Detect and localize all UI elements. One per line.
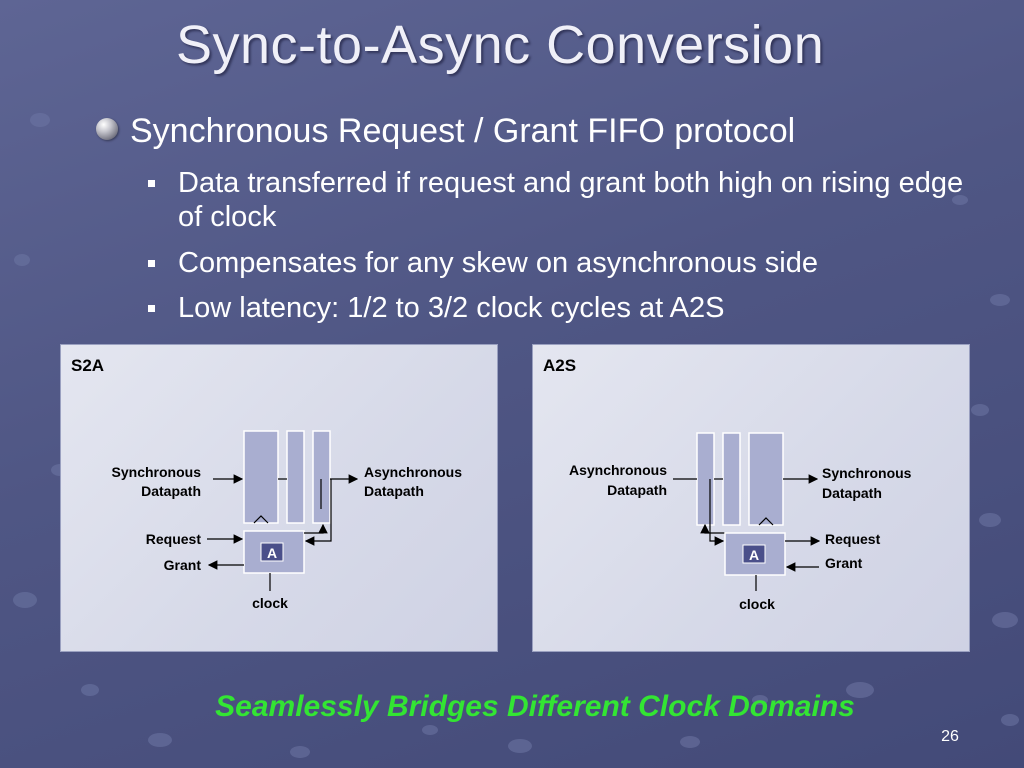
right-datapath-label: Synchronous [822, 465, 912, 481]
bullet-orb-icon [96, 118, 118, 140]
sub-bullet-text: Compensates for any skew on asynchronous… [178, 247, 818, 279]
request-label: Request [146, 531, 202, 547]
right-datapath-label: Asynchronous [364, 464, 462, 480]
register-narrow [286, 430, 305, 524]
sub-bullet-2: Compensates for any skew on asynchronous… [148, 246, 968, 280]
left-datapath-label: Datapath [607, 482, 667, 498]
page-number: 26 [941, 728, 959, 745]
clock-label: clock [252, 595, 288, 611]
grant-label: Grant [825, 555, 863, 571]
a2s-label: A2S [543, 356, 576, 375]
main-bullet: Synchronous Request / Grant FIFO protoco… [96, 112, 996, 151]
s2a-diagram: S2A A Synchronous Datapath Asynchronous … [71, 356, 462, 611]
register-narrow [312, 430, 331, 524]
a-block-label: A [267, 545, 277, 561]
a2s-diagram-panel: A2S A Asynchronous Datapath Synchronous … [532, 344, 970, 652]
register-wide [243, 430, 279, 524]
left-datapath-label: Asynchronous [569, 462, 667, 478]
sub-bullet-text: Low latency: 1/2 to 3/2 clock cycles at … [178, 292, 725, 324]
register-narrow [722, 432, 741, 526]
main-bullet-text: Synchronous Request / Grant FIFO protoco… [130, 112, 796, 150]
sub-bullet-text: Data transferred if request and grant bo… [178, 167, 964, 233]
grant-label: Grant [164, 557, 202, 573]
clock-label: clock [739, 596, 775, 612]
left-datapath-label: Datapath [141, 483, 201, 499]
square-bullet-icon [148, 180, 155, 187]
a-block-label: A [749, 547, 759, 563]
right-datapath-label: Datapath [822, 485, 882, 501]
request-label: Request [825, 531, 881, 547]
a2s-diagram: A2S A Asynchronous Datapath Synchronous … [543, 356, 912, 612]
slide-title: Sync-to-Async Conversion [176, 15, 825, 75]
sub-bullet-1: Data transferred if request and grant bo… [148, 166, 968, 234]
right-datapath-label: Datapath [364, 483, 424, 499]
register-wide [748, 432, 784, 526]
s2a-label: S2A [71, 356, 104, 375]
left-datapath-label: Synchronous [112, 464, 202, 480]
square-bullet-icon [148, 305, 155, 312]
square-bullet-icon [148, 260, 155, 267]
s2a-diagram-panel: S2A A Synchronous Datapath Asynchronous … [60, 344, 498, 652]
tagline: Seamlessly Bridges Different Clock Domai… [215, 690, 855, 723]
sub-bullet-3: Low latency: 1/2 to 3/2 clock cycles at … [148, 291, 968, 325]
register-narrow [696, 432, 715, 526]
